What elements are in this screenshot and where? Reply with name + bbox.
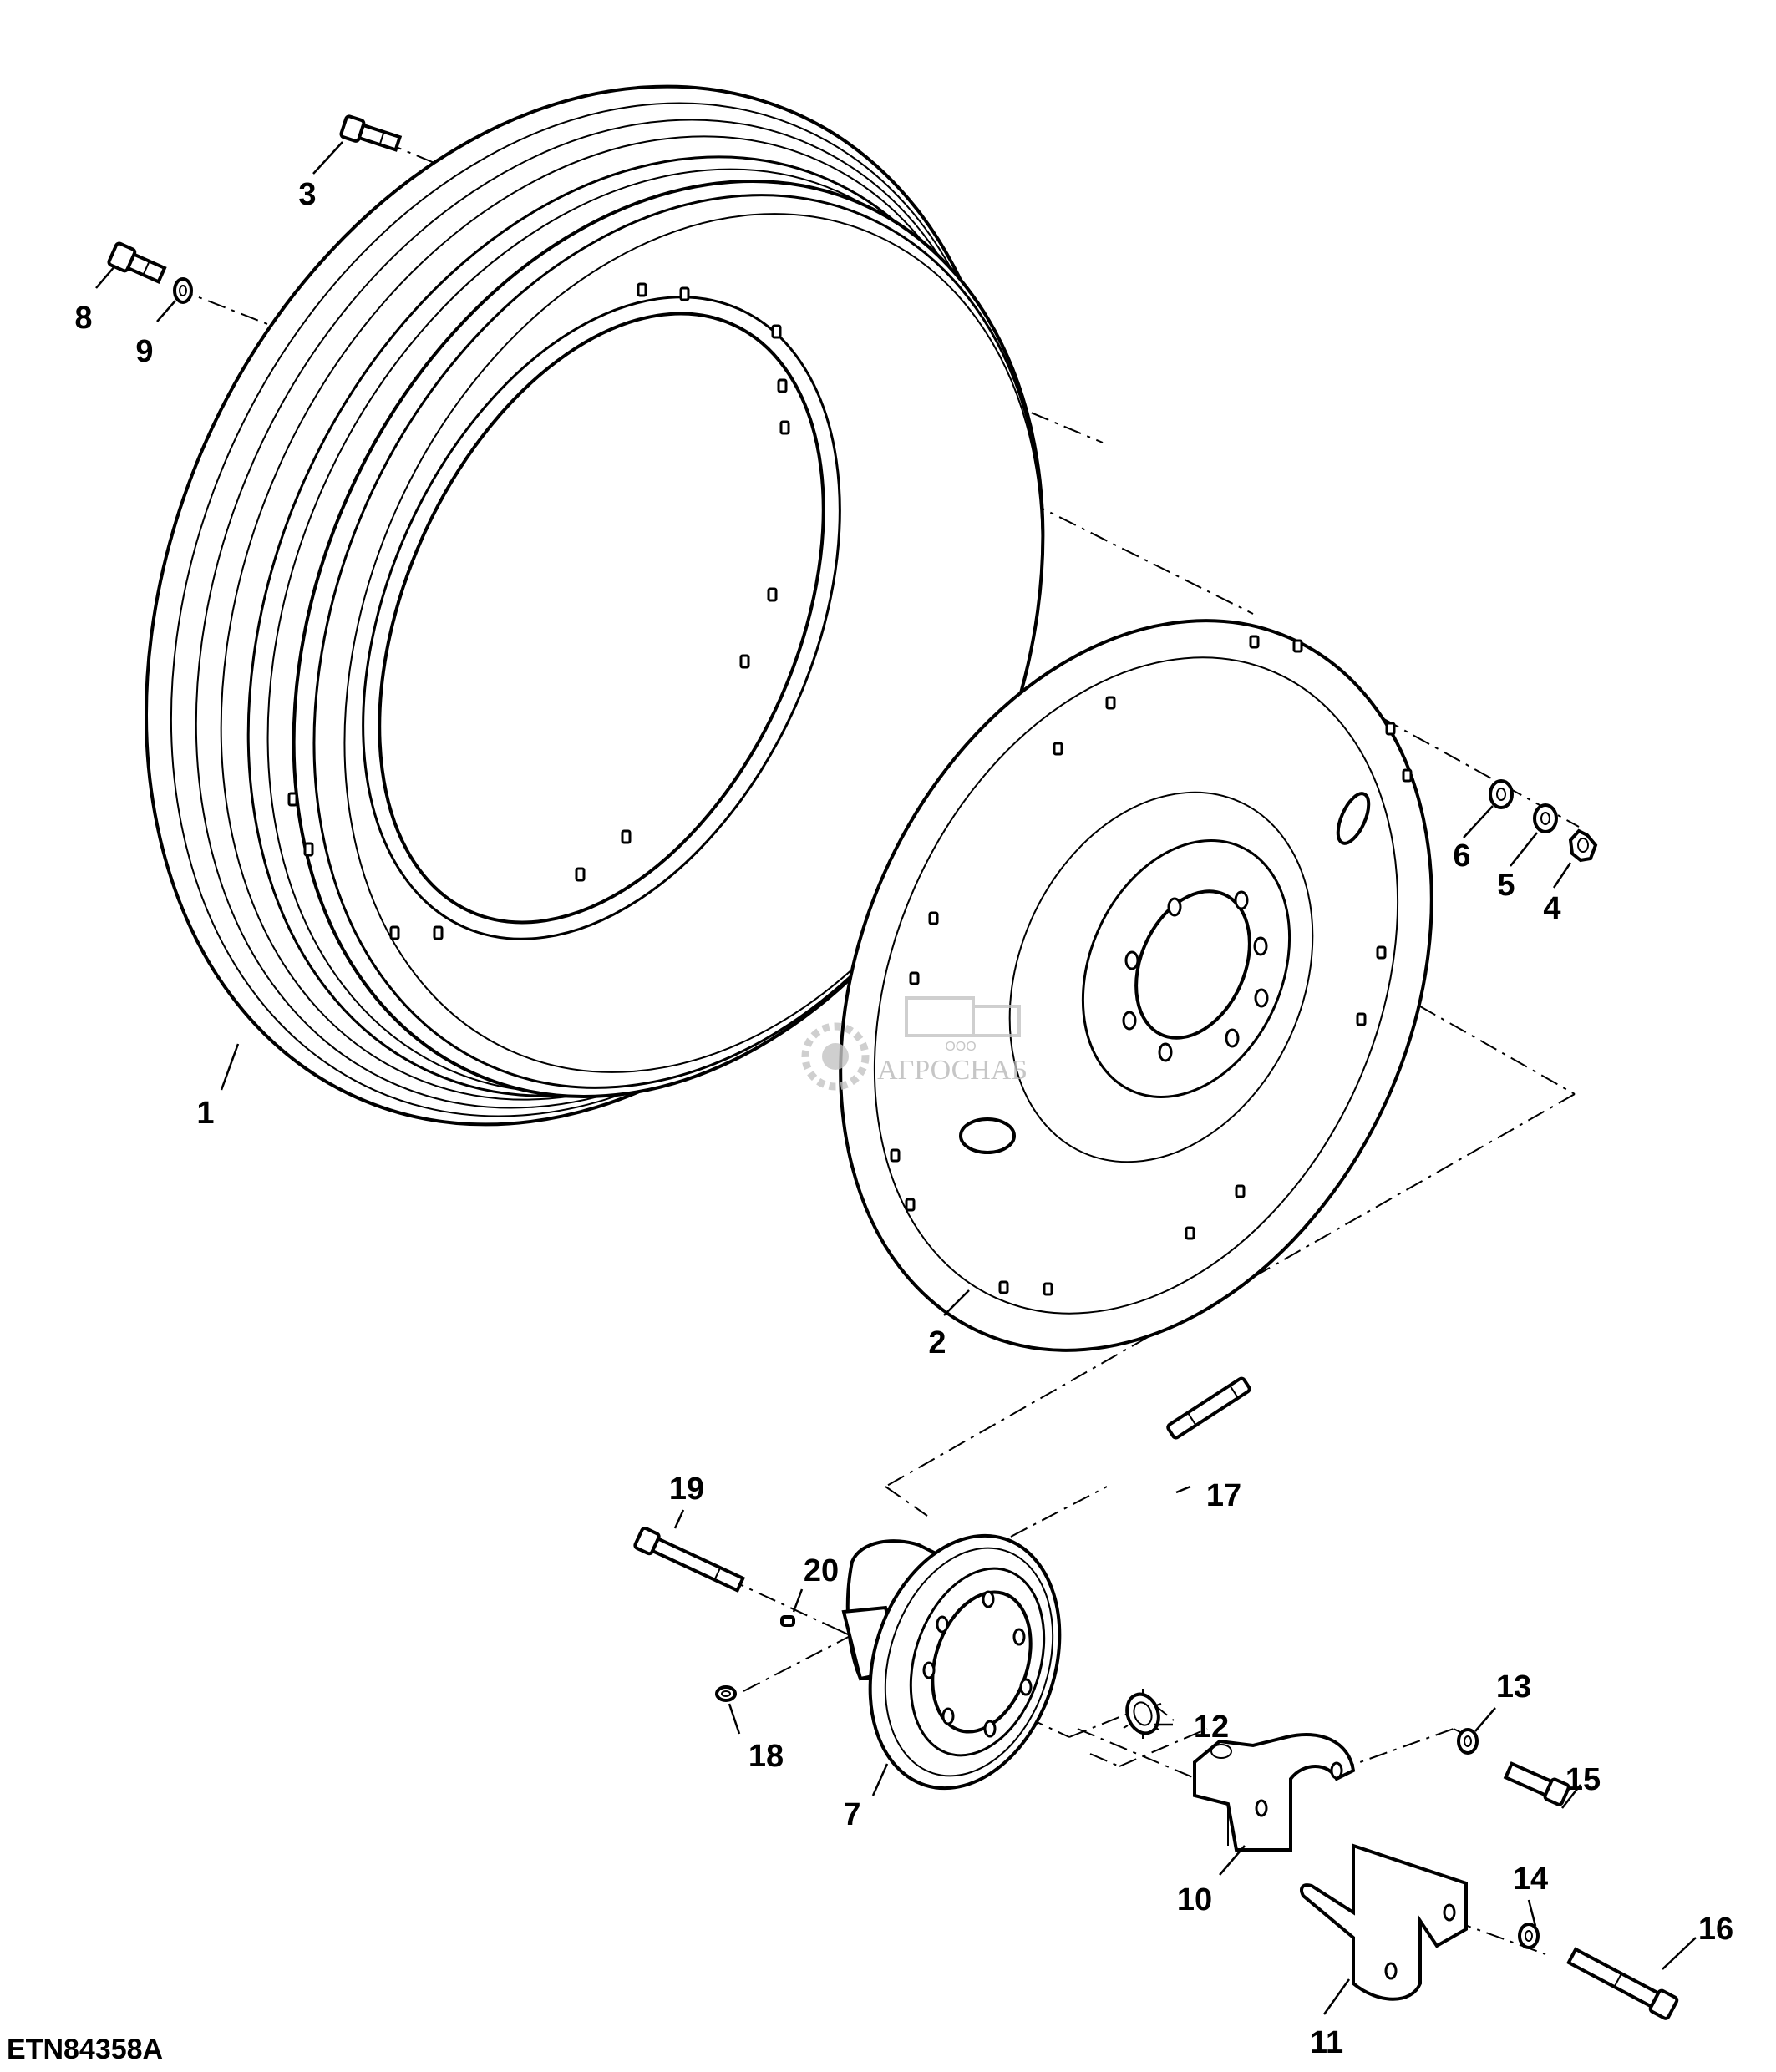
callout-20: 20 bbox=[804, 1553, 839, 1588]
rim-bolt-holes bbox=[287, 282, 790, 940]
washer-5 bbox=[1533, 803, 1558, 833]
callout-18: 18 bbox=[748, 1739, 784, 1774]
gear-nut-12 bbox=[1123, 1689, 1162, 1739]
callout-6: 6 bbox=[1453, 838, 1470, 874]
figure-id: ETN84358A bbox=[7, 2034, 163, 2065]
stud-17 bbox=[1166, 1376, 1251, 1440]
disc-rim-holes bbox=[890, 635, 1413, 1296]
wheel-center-disc bbox=[839, 619, 1433, 1352]
callout-5: 5 bbox=[1497, 868, 1515, 903]
washer-13 bbox=[1457, 1728, 1479, 1755]
bolt-3 bbox=[339, 114, 403, 152]
disc-center-holes bbox=[1122, 890, 1269, 1062]
callout-13: 13 bbox=[1496, 1669, 1531, 1705]
nut-4 bbox=[1568, 828, 1598, 863]
callout-4: 4 bbox=[1543, 891, 1560, 926]
callout-12: 12 bbox=[1194, 1710, 1229, 1745]
bolt-16 bbox=[1566, 1947, 1679, 2020]
callout-19: 19 bbox=[669, 1472, 704, 1507]
callout-labels: 1 2 3 4 5 6 7 8 9 10 11 12 13 14 15 16 1… bbox=[74, 177, 1733, 2060]
callout-10: 10 bbox=[1177, 1882, 1212, 1917]
watermark-subtitle: ООО bbox=[945, 1040, 976, 1054]
washer-14 bbox=[1518, 1923, 1540, 1949]
callout-2: 2 bbox=[928, 1325, 946, 1360]
callout-leaders bbox=[95, 141, 1697, 2015]
callout-8: 8 bbox=[74, 301, 92, 336]
ring-18 bbox=[715, 1685, 737, 1702]
clamp-11 bbox=[1300, 1843, 1468, 2001]
bolt-15 bbox=[1503, 1761, 1570, 1806]
callout-3: 3 bbox=[298, 177, 316, 212]
callout-17: 17 bbox=[1206, 1478, 1241, 1513]
callout-7: 7 bbox=[843, 1797, 860, 1832]
hub-7 bbox=[841, 1533, 1062, 1791]
watermark-title: АГРОСНАБ bbox=[877, 1055, 1028, 1086]
bolt-19 bbox=[633, 1526, 746, 1593]
clamp-10 bbox=[1193, 1732, 1356, 1852]
washer-6 bbox=[1489, 779, 1514, 809]
callout-15: 15 bbox=[1565, 1762, 1601, 1797]
watermark: ООО АГРОСНАБ bbox=[801, 996, 1028, 1091]
bolt-8 bbox=[107, 241, 167, 284]
callout-1: 1 bbox=[196, 1096, 214, 1131]
wheel-rim bbox=[145, 84, 1045, 1127]
callout-11: 11 bbox=[1310, 2025, 1343, 2060]
callout-14: 14 bbox=[1513, 1862, 1548, 1897]
pin-20 bbox=[780, 1615, 795, 1627]
washer-9 bbox=[173, 277, 193, 304]
callout-9: 9 bbox=[135, 334, 153, 369]
callout-16: 16 bbox=[1698, 1912, 1733, 1947]
